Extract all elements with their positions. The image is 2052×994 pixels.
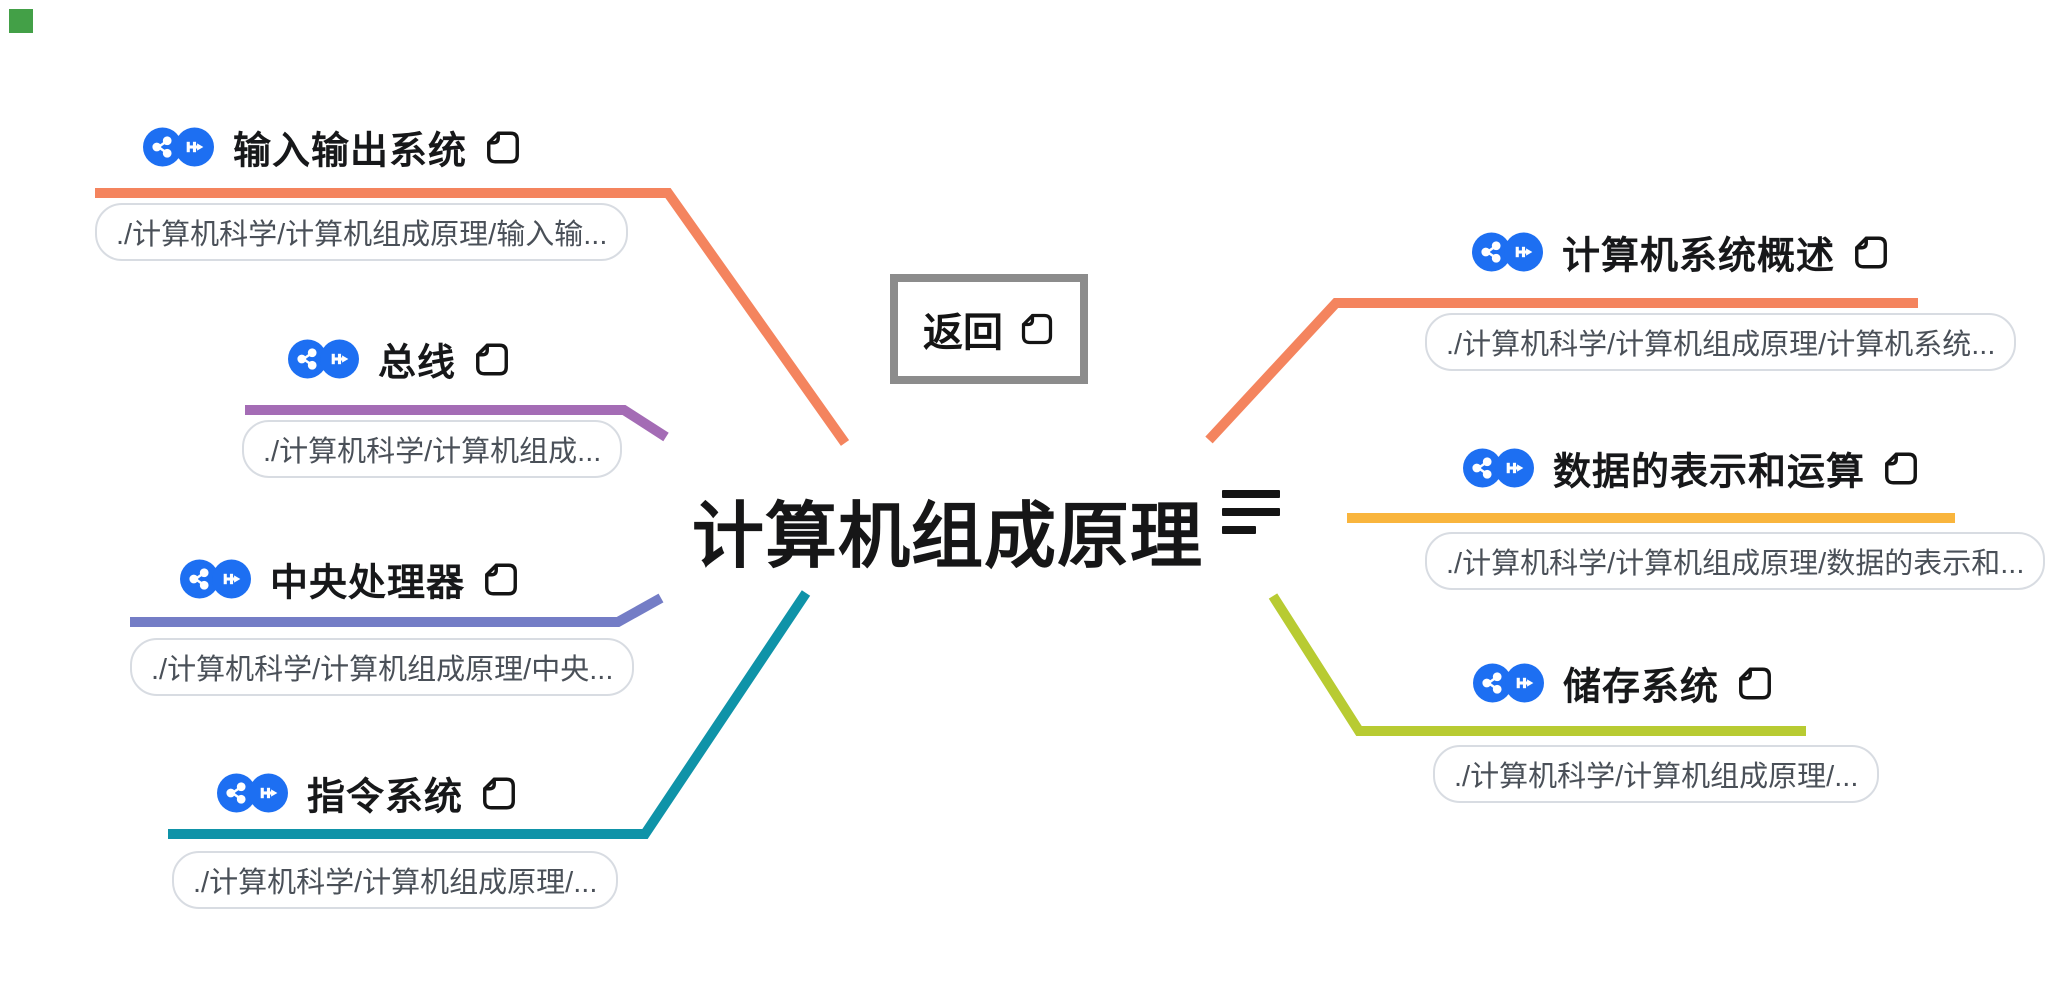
document-icon: [1019, 311, 1055, 347]
node-path-pill[interactable]: ./计算机科学/计算机组成...: [242, 420, 623, 478]
node-label: 指令系统: [307, 776, 464, 819]
node-label: 计算机系统概述: [1562, 235, 1836, 278]
edge-bus: [245, 405, 669, 442]
node-system-overview[interactable]: 计算机系统概述: [1472, 225, 1890, 280]
heading-link-icon[interactable]: [249, 773, 288, 813]
node-cpu[interactable]: 中央处理器: [180, 552, 520, 607]
document-icon[interactable]: [1852, 233, 1890, 271]
document-icon[interactable]: [480, 774, 518, 812]
root-node-title[interactable]: 计算机组成原理: [692, 497, 1204, 577]
node-storage-system[interactable]: 储存系统: [1473, 656, 1774, 711]
node-label: 中央处理器: [270, 562, 466, 605]
node-data-representation[interactable]: 数据的表示和运算: [1463, 441, 1920, 496]
edge-system-overview: [1205, 298, 1918, 444]
node-label: 输入输出系统: [233, 130, 468, 173]
node-path-pill[interactable]: ./计算机科学/计算机组成原理/计算机系统...: [1425, 313, 2017, 371]
heading-link-icon[interactable]: [1504, 232, 1543, 272]
document-icon[interactable]: [473, 340, 511, 378]
node-input-output[interactable]: 输入输出系统: [143, 120, 522, 175]
edge-storage-system: [1268, 593, 1806, 736]
heading-link-icon[interactable]: [320, 339, 359, 379]
node-label: 储存系统: [1563, 666, 1720, 709]
collapse-list-icon[interactable]: [1222, 490, 1280, 534]
node-label: 数据的表示和运算: [1553, 451, 1866, 494]
share-icon[interactable]: [1472, 232, 1511, 272]
node-path-pill[interactable]: ./计算机科学/计算机组成原理/数据的表示和...: [1425, 532, 2046, 590]
node-path-pill[interactable]: ./计算机科学/计算机组成原理/中央...: [130, 638, 635, 696]
heading-link-icon[interactable]: [212, 559, 251, 599]
bar: [1222, 508, 1280, 516]
edge-input-output: [95, 188, 850, 446]
node-instruction-set[interactable]: 指令系统: [217, 766, 518, 821]
share-icon[interactable]: [143, 127, 182, 167]
heading-link-icon[interactable]: [1495, 448, 1534, 488]
back-button[interactable]: 返回: [890, 274, 1088, 384]
back-button-label: 返回: [923, 311, 1003, 355]
edge-instruction-set: [168, 590, 811, 839]
document-icon[interactable]: [1882, 449, 1920, 487]
document-icon[interactable]: [482, 560, 520, 598]
heading-link-icon[interactable]: [175, 127, 214, 167]
document-icon[interactable]: [484, 128, 522, 166]
document-icon[interactable]: [1736, 664, 1774, 702]
bar: [1222, 490, 1280, 498]
bar: [1222, 526, 1256, 534]
heading-link-icon[interactable]: [1505, 663, 1544, 703]
node-bus[interactable]: 总线: [288, 332, 511, 387]
share-icon[interactable]: [1473, 663, 1512, 703]
edge-cpu: [130, 593, 664, 627]
corner-marker: [9, 9, 33, 33]
node-path-pill[interactable]: ./计算机科学/计算机组成原理/...: [1433, 745, 1880, 803]
node-label: 总线: [378, 342, 457, 385]
node-path-pill[interactable]: ./计算机科学/计算机组成原理/...: [172, 851, 619, 909]
node-path-pill[interactable]: ./计算机科学/计算机组成原理/输入输...: [95, 203, 629, 261]
